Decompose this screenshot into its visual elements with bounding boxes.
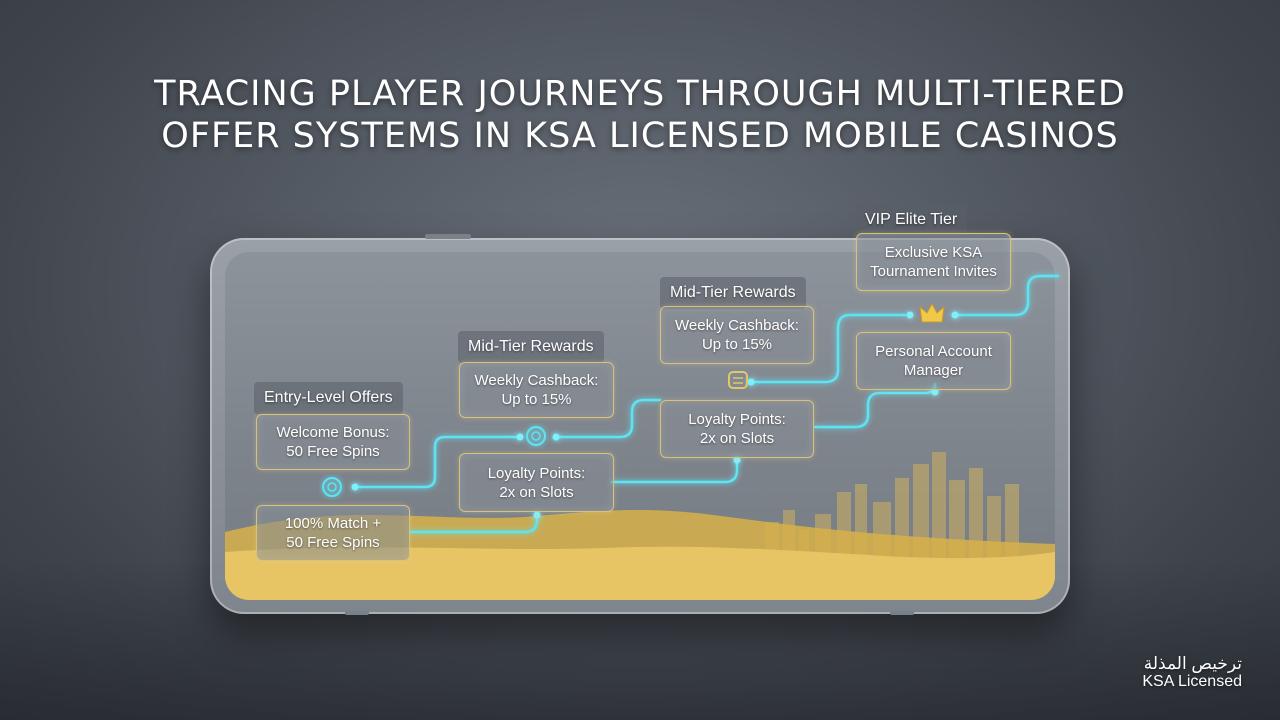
badge-arabic-text: ترخيص المذلة bbox=[1143, 654, 1242, 673]
headline-line-2: OFFER SYSTEMS IN KSA LICENSED MOBILE CAS… bbox=[161, 116, 1119, 156]
path-segment-entry bbox=[353, 435, 522, 489]
offer-card-account-manager[interactable]: Personal Account Manager bbox=[856, 332, 1011, 390]
offer-card-loyalty-points[interactable]: Loyalty Points: 2x on Slots bbox=[660, 400, 814, 458]
phone-bottom-button bbox=[345, 611, 369, 615]
mask-icon bbox=[728, 371, 748, 389]
crown-icon bbox=[919, 302, 945, 323]
offer-line: Personal Account bbox=[875, 343, 992, 360]
offer-line: 50 Free Spins bbox=[286, 443, 380, 460]
chip-icon bbox=[526, 426, 546, 446]
path-segment-vip bbox=[953, 274, 1060, 317]
tier-label-mid-1: Mid-Tier Rewards bbox=[458, 331, 604, 363]
path-segment-entry-lower bbox=[408, 513, 539, 534]
offer-line: Up to 15% bbox=[501, 391, 572, 408]
offer-line: Tournament Invites bbox=[870, 263, 997, 280]
offer-card-loyalty-points[interactable]: Loyalty Points: 2x on Slots bbox=[459, 453, 614, 512]
badge-english-text: KSA Licensed bbox=[1142, 673, 1242, 690]
chip-icon bbox=[322, 477, 342, 497]
tier-label-mid-2: Mid-Tier Rewards bbox=[660, 277, 806, 309]
offer-line: 100% Match + bbox=[284, 515, 382, 532]
dune-front bbox=[225, 546, 1055, 600]
offer-line: Loyalty Points: bbox=[487, 464, 586, 482]
offer-line: Up to 15% bbox=[701, 336, 773, 353]
offer-card-weekly-cashback[interactable]: Weekly Cashback: Up to 15% bbox=[660, 306, 814, 364]
tier-label-vip: VIP Elite Tier bbox=[855, 204, 968, 236]
offer-card-tournament-invites[interactable]: Exclusive KSA Tournament Invites bbox=[856, 233, 1011, 291]
offer-line: Welcome Bonus: bbox=[276, 424, 390, 441]
path-segment-mid1-lower bbox=[610, 458, 739, 484]
phone-top-button bbox=[425, 234, 471, 239]
offer-line: Exclusive KSA bbox=[884, 244, 983, 261]
offer-line: Loyalty Points: bbox=[688, 411, 786, 428]
offer-line: Weekly Cashback: bbox=[675, 317, 799, 334]
path-segment-mid1 bbox=[553, 398, 662, 439]
offer-line: Weekly Cashback: bbox=[474, 372, 599, 389]
offer-card-welcome-bonus[interactable]: Welcome Bonus: 50 Free Spins bbox=[256, 414, 410, 470]
offer-line: 2x on Slots bbox=[699, 430, 775, 447]
offer-card-weekly-cashback[interactable]: Weekly Cashback: Up to 15% bbox=[459, 362, 614, 418]
offer-card-match-bonus[interactable]: 100% Match + 50 Free Spins bbox=[256, 505, 410, 561]
tier-label-entry: Entry-Level Offers bbox=[254, 382, 403, 414]
offer-line: 2x on Slots bbox=[499, 483, 574, 501]
headline-line-1: TRACING PLAYER JOURNEYS THROUGH MULTI-TI… bbox=[154, 74, 1126, 114]
phone-bottom-button bbox=[890, 611, 914, 615]
path-segment-mid2 bbox=[748, 313, 907, 384]
offer-line: 50 Free Spins bbox=[286, 534, 380, 551]
ksa-licensed-badge: ترخيص المذلة KSA Licensed bbox=[1100, 655, 1242, 691]
offer-line: Manager bbox=[903, 362, 964, 379]
